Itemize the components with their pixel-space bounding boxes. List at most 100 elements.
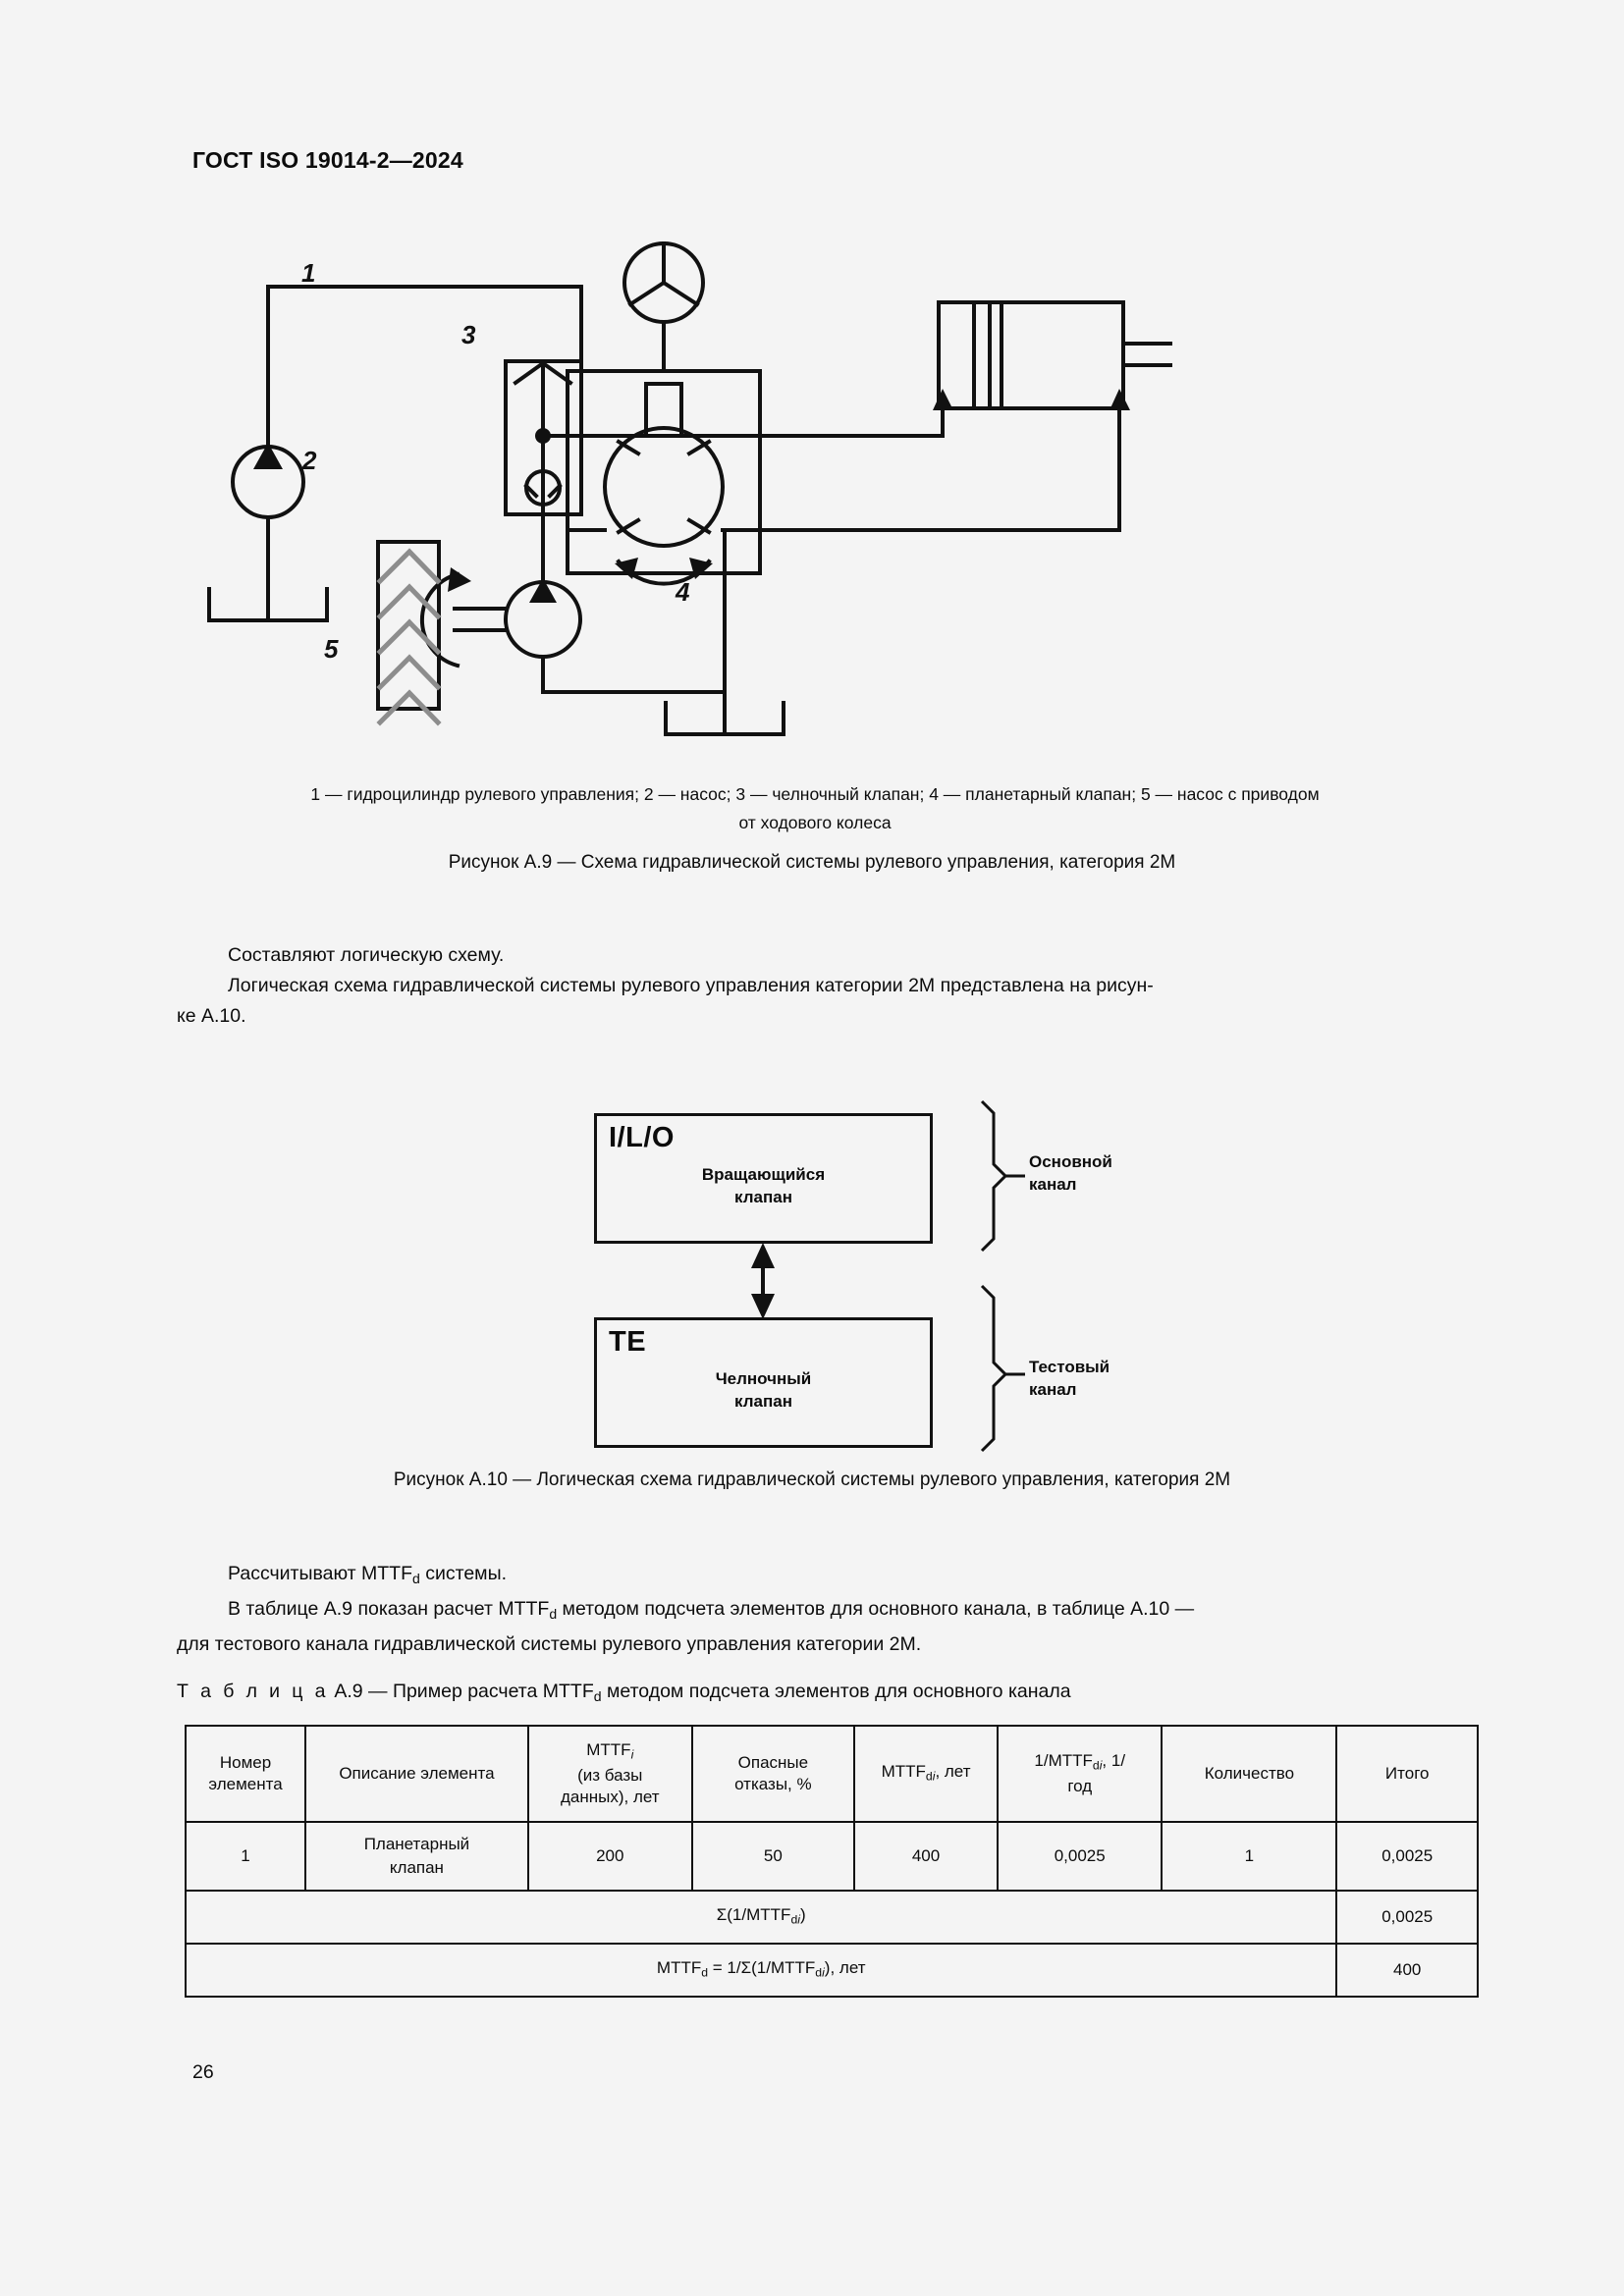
column-header-inv-mttf-di-line1: 1/MTTFdi, 1/ [1001, 1750, 1158, 1776]
rotor-port-mark-2 [686, 439, 712, 456]
channel-label-main-line1: Основной [1029, 1152, 1112, 1171]
channel-label-test: Тестовый канал [1029, 1356, 1110, 1401]
column-header-dangerous-failures-line2: отказы, % [734, 1775, 812, 1793]
cell-mttf-i: 200 [526, 1821, 693, 1892]
tread-chevron-5 [376, 689, 442, 726]
paragraph-table-ref: В таблице А.9 показан расчет MTTFd метод… [177, 1594, 1453, 1629]
cell-sum-label: Σ(1/MTTFdi) [184, 1890, 1338, 1945]
paragraph-table-ref-cont: для тестового канала гидравлической сист… [177, 1632, 922, 1655]
paragraph-calculate-mttf-sub: d [412, 1570, 420, 1586]
hydraulic-schematic-svg: 1 2 3 4 5 [207, 241, 1172, 736]
cell-total: 0,0025 [1335, 1821, 1479, 1892]
steering-wheel-spoke-left [627, 280, 667, 307]
cell-mttf-di: 400 [853, 1821, 1000, 1892]
paragraph-logic-scheme-ref: Логическая схема гидравлической системы … [177, 971, 1453, 1001]
rotation-arrow-right [689, 558, 713, 579]
cell-mttfd-label-sub1: d [701, 1965, 709, 1980]
cell-sum-label-sub: di [790, 1912, 800, 1927]
cell-element-description-line2: клапан [389, 1858, 444, 1877]
column-header-mttf-di-sub: di [925, 1769, 936, 1784]
cell-dangerous-failures: 50 [690, 1821, 856, 1892]
logic-block-main-label-line2: клапан [734, 1188, 792, 1206]
cell-quantity: 1 [1161, 1821, 1338, 1892]
reservoir-lower [664, 701, 785, 736]
column-header-inv-mttf-di-sub: di [1092, 1758, 1103, 1773]
column-header-element-description: Описание элемента [304, 1725, 529, 1823]
cell-mttfd-label-a: MTTF [656, 1957, 702, 1977]
steering-cylinder-1-body [937, 300, 1125, 410]
callout-3-label: 3 [461, 320, 476, 349]
reservoir-pump2 [207, 587, 329, 622]
column-header-mttf-i-line1: MTTFi [532, 1739, 688, 1765]
cylinder-port-arrow-right [1110, 389, 1130, 410]
cylinder-port-arrow-left [933, 389, 953, 410]
tread-chevron-3 [376, 618, 442, 656]
pump-5-rotation-arrow [448, 567, 471, 592]
column-header-mttf-i-sub: i [630, 1747, 634, 1762]
table-a9-caption-body: А.9 — Пример расчета MTTF [328, 1681, 594, 1702]
cell-element-description: Планетарный клапан [304, 1821, 529, 1892]
double-arrow-head-down [751, 1294, 775, 1319]
table-header-row: Номер элемента Описание элемента MTTFi (… [184, 1725, 1479, 1823]
column-header-element-number-line1: Номер [219, 1753, 272, 1772]
table-a9-body: 1 Планетарный клапан 200 50 400 0,0025 1… [184, 1821, 1479, 1998]
logic-block-main-channel: I/L/O Вращающийся клапан [594, 1113, 933, 1244]
table-row-mttfd: MTTFd = 1/Σ(1/MTTFdi), лет 400 [184, 1943, 1479, 1998]
table-a9-caption-prefix: Т а б л и ц а [177, 1681, 329, 1702]
pump-5-flow-arrow [529, 578, 557, 603]
callout-2-label: 2 [301, 446, 317, 475]
figure-a10-logic-diagram: I/L/O Вращающийся клапан TE Челночный кл… [569, 1099, 1178, 1453]
rotation-arrow-left [615, 558, 638, 579]
column-header-element-number: Номер элемента [184, 1725, 307, 1823]
figure-a9-caption: Рисунок А.9 — Схема гидравлической систе… [448, 852, 1176, 873]
cell-sum-label-a: Σ(1/MTTF [716, 1904, 791, 1924]
line-block4-to-cylinder-rodend [758, 406, 945, 438]
callout-5-label: 5 [324, 634, 339, 664]
logic-block-test-label-line1: Челночный [715, 1369, 812, 1388]
column-header-dangerous-failures: Опасные отказы, % [690, 1725, 856, 1823]
document-header-standard-id: ГОСТ ISO 19014-2—2024 [192, 147, 463, 173]
column-header-inv-mttf-di-unit: , 1/ [1102, 1750, 1126, 1770]
shuttle-valve-3-ball-arrow-left [523, 483, 539, 499]
column-header-total: Итого [1335, 1725, 1479, 1823]
rotor-port-mark-3 [616, 517, 641, 535]
double-arrow-head-up [751, 1243, 775, 1268]
paragraph-table-ref-sub: d [549, 1605, 558, 1622]
pump5-coupling-arc [419, 571, 460, 668]
shuttle-valve-3-ball-arrow-right [547, 483, 563, 499]
logic-block-test-channel: TE Челночный клапан [594, 1317, 933, 1448]
paragraph-compose-logic: Составляют логическую схему. [228, 944, 505, 966]
cell-element-number: 1 [184, 1821, 307, 1892]
logic-block-test-label-line2: клапан [734, 1392, 792, 1411]
line-block4-to-cylinder-capend [758, 406, 1121, 532]
cell-element-description-line1: Планетарный [363, 1835, 470, 1853]
table-a9-caption: Т а б л и ц а А.9 — Пример расчета MTTFd… [177, 1681, 1071, 1704]
table-a9-mttf-calculation: Номер элемента Описание элемента MTTFi (… [184, 1725, 1479, 1998]
paragraph-calculate-mttf: Рассчитывают MTTFd системы. [177, 1559, 1453, 1594]
figure-a9-legend-line1: 1 — гидроцилиндр рулевого управления; 2 … [310, 784, 1320, 804]
logic-block-main-label-line1: Вращающийся [701, 1165, 826, 1184]
figure-a9-hydraulic-schematic: 1 2 3 4 5 [177, 196, 1473, 766]
table-row-sum: Σ(1/MTTFdi) 0,0025 [184, 1890, 1479, 1945]
logic-block-test-label: Челночный клапан [597, 1367, 930, 1413]
column-header-element-number-line2: элемента [208, 1775, 283, 1793]
channel-label-test-line1: Тестовый [1029, 1358, 1110, 1376]
tread-chevron-2 [376, 583, 442, 620]
line-pump5-outlet [541, 655, 727, 694]
cell-mttfd-label: MTTFd = 1/Σ(1/MTTFdi), лет [184, 1943, 1338, 1998]
cell-mttfd-label-b: = 1/Σ(1/MTTF [708, 1957, 816, 1977]
page-number: 26 [192, 2061, 214, 2083]
channel-label-main: Основной канал [1029, 1150, 1112, 1196]
table-a9-caption-suffix: методом подсчета элементов для основного… [601, 1681, 1071, 1702]
cell-mttfd-value: 400 [1335, 1943, 1479, 1998]
paragraph-table-ref-a: В таблице А.9 показан расчет MTTF [228, 1597, 550, 1620]
shuttle-valve-3-arm-left [513, 360, 546, 386]
paragraph-calculate-mttf-a: Рассчитывают MTTF [228, 1563, 412, 1584]
pump-2-flow-arrow [253, 443, 283, 469]
callout-4-label: 4 [675, 577, 690, 607]
column-header-mttf-di-text: MTTF [881, 1761, 926, 1781]
column-header-dangerous-failures-line1: Опасные [737, 1753, 809, 1772]
tread-chevron-4 [376, 654, 442, 691]
planetary-valve-4-block [566, 369, 762, 575]
figure-a9-legend: 1 — гидроцилиндр рулевого управления; 2 … [167, 780, 1463, 837]
